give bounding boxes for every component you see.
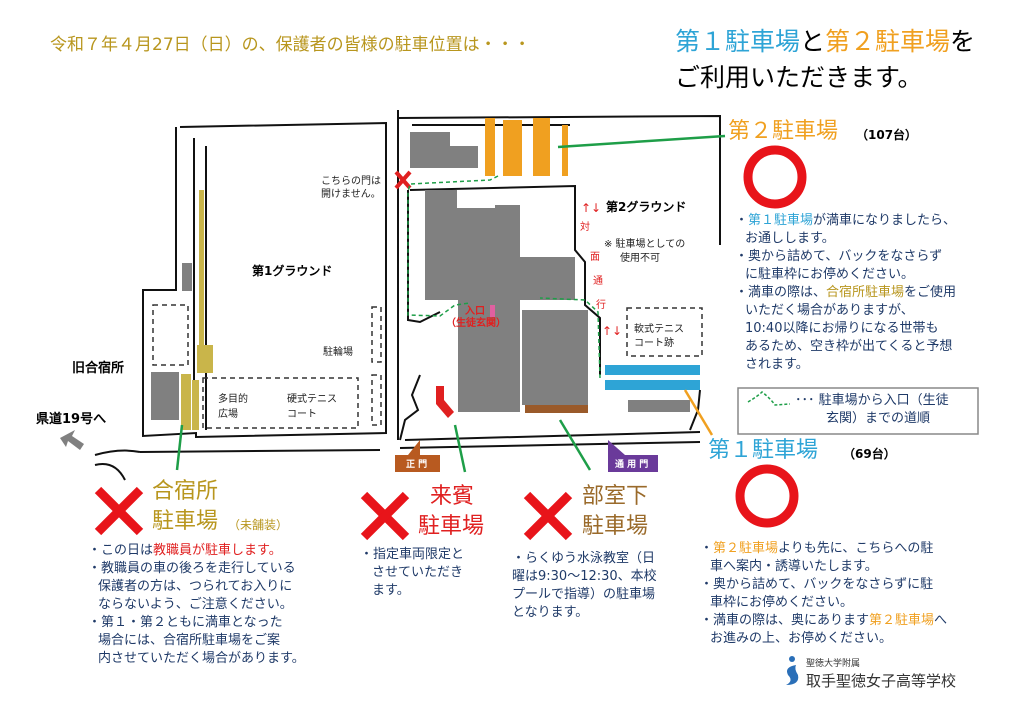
text: と <box>800 27 826 56</box>
camp-lot-notes: ・この日は教職員が駐車します。 ・教職員の車の後ろを走行している 保護者の方は、… <box>88 543 305 666</box>
t: 内させていただく場合があります。 <box>98 651 305 666</box>
t: ならないよう、ご注意ください。 <box>98 597 293 612</box>
old-camp-label: 旧合宿所 <box>72 361 125 376</box>
camp-lot-title: 駐車場 <box>152 509 219 534</box>
t: お通しします。 <box>745 231 835 246</box>
route19-label: 県道19号へ <box>36 412 107 427</box>
guest-lot-title: 駐車場 <box>418 514 485 539</box>
tennis-court-label: コート <box>287 409 317 420</box>
lot1-name: 第１駐車場 <box>675 27 801 56</box>
t: お進みの上、お停めください。 <box>710 631 893 646</box>
t: 曜は9:30～12:30、本校 <box>512 569 657 584</box>
t: ・指定車両限定と <box>360 547 465 562</box>
main-heading: 第１駐車場と第２駐車場を <box>675 22 975 58</box>
t: 満車の際は、 <box>748 285 827 300</box>
closed-gate-note: こちらの門は <box>321 176 381 187</box>
club-lot-title: 駐車場 <box>582 514 649 539</box>
t: 教職員の車の後ろを走行している <box>101 561 296 576</box>
main-heading-line2: ご利用いただきます。 <box>675 63 923 92</box>
multi-area-label: 広場 <box>218 409 238 420</box>
t: 場合には、合宿所駐車場をご案 <box>98 633 281 648</box>
lot1-notes: ・第２駐車場よりも先に、こちらへの駐 車へ案内・誘導いたします。 ・奥から詰めて… <box>700 541 948 646</box>
closed-gate-note: 開けません。 <box>321 189 381 200</box>
svg-text:↑↓: ↑↓ <box>602 324 622 338</box>
guest-lot-notes: ・指定車両限定と させていただき ます。 <box>360 546 464 600</box>
lot1-count: （69台） <box>843 447 896 461</box>
ground2-note: 使用不可 <box>620 253 660 264</box>
hl: 第２駐車場 <box>713 541 779 556</box>
entrance-label: （生徒玄関） <box>446 318 506 329</box>
hl: 第２駐車場 <box>869 613 935 628</box>
t: をご使用 <box>904 285 957 300</box>
t: 車枠にお停めください。 <box>710 595 854 610</box>
guest-lot-title: 来賓 <box>430 484 475 509</box>
multi-area-label: 多目的 <box>218 394 248 405</box>
lot2-title: 第２駐車場 <box>728 119 839 144</box>
two-way-label: 面 <box>590 252 600 263</box>
route-legend: 玄関）までの道順 <box>826 411 931 426</box>
club-lot-title: 部室下 <box>582 484 649 509</box>
entrance-label: 入口 <box>465 306 485 317</box>
svg-text:↑↓: ↑↓ <box>581 201 601 215</box>
lot2-name: 第２駐車場 <box>825 27 951 56</box>
tennis-court-label: 硬式テニス <box>287 394 337 405</box>
two-way-label: 対 <box>580 222 590 233</box>
t: この日は <box>101 543 154 558</box>
hl: 第１駐車場 <box>748 213 814 228</box>
camp-lot-sub: （未舗装） <box>228 518 289 532</box>
t: が満車になりましたら、 <box>813 213 957 228</box>
camp-lot-title: 合宿所 <box>152 479 219 504</box>
date-heading: 令和７年４月27日（日）の、保護者の皆様の駐車位置は・・・ <box>50 35 531 55</box>
t: よりも先に、こちらへの駐 <box>778 541 934 556</box>
school-logo <box>782 655 802 691</box>
bike-parking-label: 駐輪場 <box>323 347 353 358</box>
t: あるため、空き枠が出てくると予想 <box>745 339 953 354</box>
t: に駐車枠にお停めください。 <box>745 267 915 282</box>
t: 奥から詰めて、バックをなさらずに駐 <box>713 577 934 592</box>
t: させていただき <box>372 565 464 580</box>
lot1-title: 第１駐車場 <box>708 438 819 463</box>
lot2-count: （107台） <box>856 128 918 142</box>
service-gate-label: 通 用 門 <box>615 460 649 470</box>
school-name: 取手聖徳女子高等学校 <box>806 672 957 690</box>
t: となります。 <box>512 605 589 620</box>
main-gate-label: 正 門 <box>406 460 428 470</box>
ground2-note: ※ 駐車場としての <box>604 239 686 250</box>
t: 第１・第２ともに満車となった <box>101 615 283 630</box>
t: ます。 <box>372 583 410 598</box>
hl: 教職員が駐車します。 <box>153 543 282 558</box>
school-sub: 聖徳大学附属 <box>806 659 861 669</box>
soft-tennis-label: 軟式テニス <box>634 324 684 335</box>
t: いただく場合がありますが、 <box>745 303 914 318</box>
two-way-label: 通 <box>593 276 603 287</box>
route-legend: ･･･ 駐車場から入口（生徒 <box>795 393 949 408</box>
text: を <box>950 27 976 56</box>
club-lot-notes: ・らくゆう水泳教室（日 曜は9:30～12:30、本校 プールで指導）の駐車場 … <box>512 550 657 622</box>
t: 満車の際は、奥にあります <box>713 613 870 628</box>
t: 保護者の方は、つられてお入りに <box>98 579 293 594</box>
t: プールで指導）の駐車場 <box>512 587 656 602</box>
ground2-label: 第2グラウンド <box>606 200 687 214</box>
school-logo-icon <box>786 656 799 685</box>
ground1-label: 第1グラウンド <box>252 264 333 278</box>
hl: 合宿所駐車場 <box>826 285 905 300</box>
t: ・らくゆう水泳教室（日 <box>512 551 656 566</box>
two-way-label: 行 <box>596 300 606 311</box>
t: 奥から詰めて、バックをなさらず <box>748 249 943 264</box>
t: 10:40以降にお帰りになる世帯も <box>745 321 939 336</box>
t: 車へ案内・誘導いたします。 <box>710 559 878 574</box>
t: されます。 <box>745 357 809 372</box>
lot2-notes: ・第１駐車場が満車になりましたら、 お通しします。 ・奥から詰めて、バックをなさ… <box>735 213 957 372</box>
t: へ <box>934 613 948 628</box>
soft-tennis-label: コート跡 <box>634 338 674 349</box>
